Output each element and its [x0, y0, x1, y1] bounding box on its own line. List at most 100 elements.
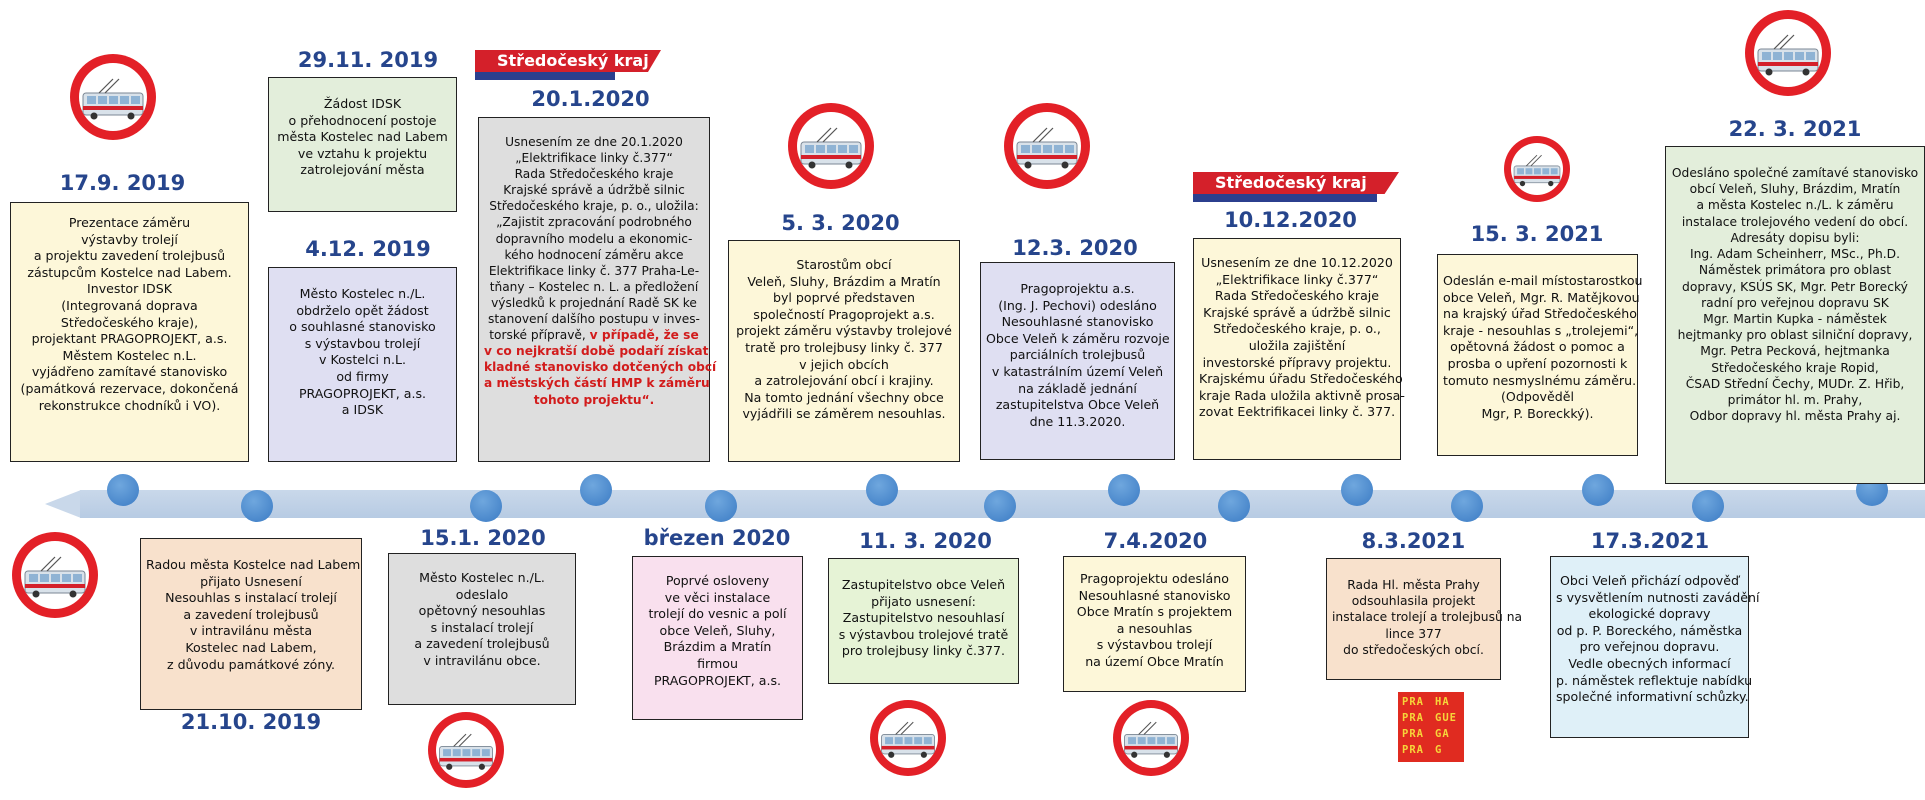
- event-date: 8.3.2021: [1361, 529, 1466, 553]
- text-line: Veleň, Sluhy, Brázdim a Mratín: [747, 273, 941, 289]
- timeline-dot: [580, 474, 612, 506]
- logo-text: GUE: [1435, 712, 1457, 724]
- text-line: Mgr. Petra Pecková, hejtmanka: [1700, 344, 1890, 359]
- text-line: dne 11.3.2020.: [1029, 413, 1126, 429]
- text-line: Kostelec nad Labem,: [185, 640, 317, 656]
- text-line: kého hodnocení záměru akce: [504, 247, 684, 262]
- text-line: výstavby trolejí: [81, 231, 178, 247]
- no-trolleybus-sign-icon: [428, 712, 504, 788]
- text-line: odsouhlasila projekt: [1351, 594, 1476, 609]
- text-line: hejtmanky pro oblast silniční dopravy,: [1677, 328, 1913, 343]
- text-line: Městem Kostelec n.L.: [62, 347, 197, 363]
- event-date: 10.12.2020: [1224, 208, 1357, 232]
- text-line: Zastupitelstvo obce Veleň: [841, 577, 1006, 592]
- text-line: Usnesením ze dne 10.12.2020: [1201, 255, 1393, 270]
- text-line: přijato Usnesení: [200, 573, 302, 589]
- text-line: a města Kostelec n./L. k záměru: [1696, 198, 1894, 213]
- timeline-dot: [1451, 490, 1483, 522]
- text-line: lince 377: [1385, 626, 1442, 641]
- text-line: radní pro veřejnou dopravu SK: [1701, 295, 1889, 310]
- text-line: „Elektrifikace linky č.377“: [515, 151, 673, 166]
- text-line: rekonstrukce chodníků i VO).: [38, 397, 221, 413]
- text-line: Krajské správě a údržbě silnic: [1203, 304, 1391, 320]
- text-line: společností Pragoprojekt a.s.: [753, 306, 935, 322]
- text-line: Radou města Kostelce nad Labem: [146, 557, 361, 572]
- timeline-dot: [1582, 474, 1614, 506]
- text-line: byl poprvé představen: [772, 290, 916, 306]
- no-trolleybus-sign-icon: [1504, 136, 1570, 202]
- event-date: 21.10. 2019: [180, 710, 322, 734]
- timeline-dot: [866, 474, 898, 506]
- text-line: a nesouhlas: [1116, 620, 1193, 636]
- text-line: kraje Rada uložila aktivně prosa-: [1199, 387, 1405, 403]
- text-line: instalace trolejí a trolejbusů na: [1332, 610, 1523, 625]
- timeline-dot: [984, 490, 1016, 522]
- text-line: v Kostelci n.L.: [319, 352, 406, 368]
- event-date: 15. 3. 2021: [1470, 222, 1604, 246]
- text-line: Prezentace záměru: [68, 215, 191, 230]
- text-line: obdrželo opět žádost: [296, 302, 429, 318]
- text-line: v jejich obcích: [799, 356, 889, 372]
- text-line: ČSAD Střední Čechy, MUDr. Z. Hřib,: [1685, 376, 1905, 391]
- text-line: Mgr. Martin Kupka - náměstek: [1703, 311, 1887, 326]
- text-line: zastupitelstva Obce Veleň: [995, 397, 1160, 413]
- text-line: (Ing. J. Pechovi) odesláno: [998, 297, 1157, 313]
- text-line: Středočeského kraje, p. o.,: [1213, 321, 1381, 337]
- text-line: Obci Veleň přichází odpověď: [1560, 573, 1739, 588]
- text-line: a IDSK: [341, 402, 384, 418]
- no-trolleybus-sign-icon: [12, 532, 98, 618]
- text-line: PRAGOPROJEKT, a.s.: [653, 672, 782, 688]
- text-line: a zatrolejování obcí i krajiny.: [754, 373, 934, 389]
- text-line: o přehodnocení postoje: [288, 112, 437, 128]
- logo-text: PRA: [1402, 696, 1424, 708]
- text-line: Rada Středočeského kraje: [1214, 288, 1380, 304]
- event-date: 17.3.2021: [1590, 529, 1710, 553]
- event-date: 29.11. 2019: [297, 48, 439, 72]
- no-trolleybus-sign-icon: [788, 103, 874, 189]
- text-line: Na tomto jednání všechny obce: [744, 389, 944, 405]
- text-line: Středočeského kraje, p. o., uložila:: [489, 199, 699, 214]
- text-line: Pragoprojektu odesláno: [1080, 571, 1229, 586]
- text-line: firmou: [697, 656, 738, 672]
- banner-stripe: [475, 72, 615, 80]
- timeline-dot: [241, 490, 273, 522]
- event-date: 12.3. 2020: [1012, 236, 1138, 260]
- text-line: trolejí do vesnic a polí: [648, 606, 787, 622]
- highlighted-text-line: v co nejkratší době podaří získat: [484, 344, 709, 359]
- text-line: společné informativní schůzky.: [1556, 689, 1749, 705]
- text-line: tomuto nesmyslnému záměru.: [1443, 372, 1637, 388]
- text-line: o souhlasné stanovisko: [289, 319, 436, 335]
- highlighted-text-line: tohoto projektu“.: [533, 392, 655, 407]
- text-line: Zastupitelstvo nesouhlasí: [842, 610, 1005, 626]
- text-line: Investor IDSK: [87, 281, 172, 297]
- text-line: vyjádřeno zamítavé stanovisko: [31, 364, 228, 380]
- text-line: Ing. Adam Scheinherr, MSc., Ph.D.: [1689, 247, 1901, 262]
- logo-text: PRA: [1402, 712, 1424, 724]
- text-line: města Kostelec nad Labem: [277, 129, 448, 145]
- text-line: opětovná žádost o pomoc a: [1450, 339, 1625, 355]
- text-line: stanovení dalšího postupu v inves-: [488, 312, 700, 327]
- text-line: a zavedení trolejbusů: [414, 636, 550, 652]
- logo-text: PRA: [1402, 728, 1424, 740]
- text-line: Poprvé osloveny: [665, 573, 770, 588]
- text-line: tňany – Kostelec n. L. a předložení: [489, 279, 699, 294]
- banner-label: Středočeský kraj: [1193, 172, 1399, 194]
- text-line: parciálních trolejbusů: [1009, 347, 1146, 363]
- text-line: Vedle obecných informací: [1568, 656, 1731, 672]
- text-line: a projektu zavedení trolejbusů: [33, 248, 226, 264]
- event-date: 4.12. 2019: [305, 237, 431, 261]
- text-line: Nesouhlasné stanovisko: [1001, 314, 1154, 330]
- event-date: březen 2020: [643, 526, 791, 550]
- text-line: obce Veleň, Sluhy,: [659, 622, 776, 638]
- banner-stripe: [1193, 194, 1377, 202]
- text-line: obcí Veleň, Sluhy, Brázdim, Mratín: [1689, 182, 1901, 197]
- text-line: projektant PRAGOPROJEKT, a.s.: [31, 331, 228, 347]
- text-line: s instalací trolejí: [430, 619, 534, 635]
- event-date: 20.1.2020: [531, 87, 650, 111]
- text-line: Nesouhlas s instalací trolejí: [165, 590, 337, 606]
